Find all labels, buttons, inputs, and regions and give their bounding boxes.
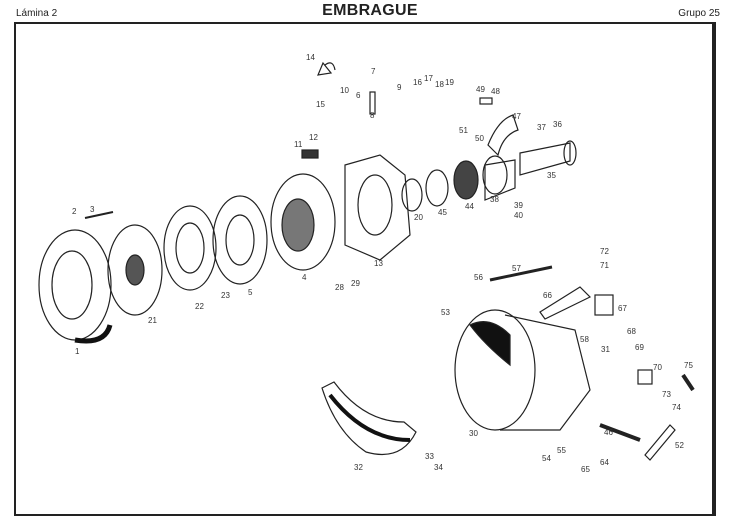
part-label-34: 34 [434, 463, 443, 472]
part-label-72: 72 [600, 247, 609, 256]
spring-12-part [301, 149, 319, 159]
bell-housing-part [454, 309, 591, 431]
pressure-plate-part [212, 195, 268, 285]
part-label-31: 31 [601, 345, 610, 354]
part-label-71: 71 [600, 261, 609, 270]
part-label-10: 10 [340, 86, 349, 95]
part-label-50: 50 [475, 134, 484, 143]
part-label-9: 9 [397, 83, 402, 92]
release-fork-47-part [487, 114, 519, 157]
part-label-57: 57 [512, 264, 521, 273]
part-label-49: 49 [476, 85, 485, 94]
clutch-disc-part [107, 224, 163, 316]
part-label-6: 6 [356, 91, 361, 100]
part-label-8: 8 [370, 111, 375, 120]
part-label-3: 3 [90, 205, 95, 214]
part-label-64: 64 [600, 458, 609, 467]
bolt-57-part [489, 265, 553, 282]
part-label-16: 16 [413, 78, 422, 87]
part-label-33: 33 [425, 452, 434, 461]
bolt-49-part [479, 97, 493, 105]
part-label-36: 36 [553, 120, 562, 129]
part-label-11: 11 [294, 140, 303, 149]
part-label-66: 66 [543, 291, 552, 300]
part-label-45: 45 [438, 208, 447, 217]
part-label-54: 54 [542, 454, 551, 463]
bolt-3-part [84, 211, 114, 219]
bearing-carrier-38-part [484, 159, 516, 201]
part-label-19: 19 [445, 78, 454, 87]
shaft-46-part [599, 423, 641, 442]
sheet-number: Lámina 2 [16, 8, 58, 19]
bracket-66-part [539, 286, 592, 320]
drawing-frame [14, 22, 716, 516]
part-label-67: 67 [618, 304, 627, 313]
part-label-70: 70 [653, 363, 662, 372]
part-label-55: 55 [557, 446, 566, 455]
part-label-14: 14 [306, 53, 315, 62]
part-label-40: 40 [514, 211, 523, 220]
part-label-69: 69 [635, 343, 644, 352]
part-label-52: 52 [675, 441, 684, 450]
guide-tube-35-part [519, 142, 571, 176]
part-label-73: 73 [662, 390, 671, 399]
part-label-4: 4 [302, 273, 307, 282]
ring-45-part [425, 169, 449, 207]
part-label-32: 32 [354, 463, 363, 472]
boot-70-part [637, 369, 653, 385]
part-label-21: 21 [148, 316, 157, 325]
part-label-7: 7 [371, 67, 376, 76]
part-label-20: 20 [414, 213, 423, 222]
spring-14-part [317, 61, 336, 76]
clutch-cover-part [270, 173, 336, 271]
ring-20-part [401, 178, 423, 212]
part-label-68: 68 [627, 327, 636, 336]
part-label-2: 2 [72, 207, 77, 216]
part-label-37: 37 [537, 123, 546, 132]
group-number: Grupo 25 [678, 8, 720, 19]
part-label-28: 28 [335, 283, 344, 292]
part-label-56: 56 [474, 273, 483, 282]
part-label-15: 15 [316, 100, 325, 109]
part-label-29: 29 [351, 279, 360, 288]
cylinder-67-part [594, 294, 614, 316]
lever-8-part [369, 91, 376, 115]
spring-75-part [681, 373, 695, 392]
lining-part [163, 205, 217, 291]
part-label-17: 17 [424, 74, 433, 83]
part-label-53: 53 [441, 308, 450, 317]
part-label-46: 46 [604, 428, 613, 437]
part-label-18: 18 [435, 80, 444, 89]
dust-guard-part [321, 381, 417, 456]
part-label-75: 75 [684, 361, 693, 370]
lever-52-part [644, 424, 676, 461]
page-title: EMBRAGUE [322, 2, 418, 19]
part-label-47: 47 [512, 112, 521, 121]
part-label-48: 48 [491, 87, 500, 96]
part-label-1: 1 [75, 347, 80, 356]
part-label-35: 35 [547, 171, 556, 180]
part-label-38: 38 [490, 195, 499, 204]
part-label-5: 5 [248, 288, 253, 297]
part-label-13: 13 [374, 259, 383, 268]
part-label-65: 65 [581, 465, 590, 474]
part-label-30: 30 [469, 429, 478, 438]
part-label-39: 39 [514, 201, 523, 210]
bearing-44-part [453, 160, 479, 200]
part-label-23: 23 [221, 291, 230, 300]
part-label-22: 22 [195, 302, 204, 311]
part-label-74: 74 [672, 403, 681, 412]
part-label-44: 44 [465, 202, 474, 211]
part-label-58: 58 [580, 335, 589, 344]
part-label-12: 12 [309, 133, 318, 142]
cover-housing-part [344, 154, 411, 261]
flywheel-part [38, 229, 113, 344]
part-label-51: 51 [459, 126, 468, 135]
